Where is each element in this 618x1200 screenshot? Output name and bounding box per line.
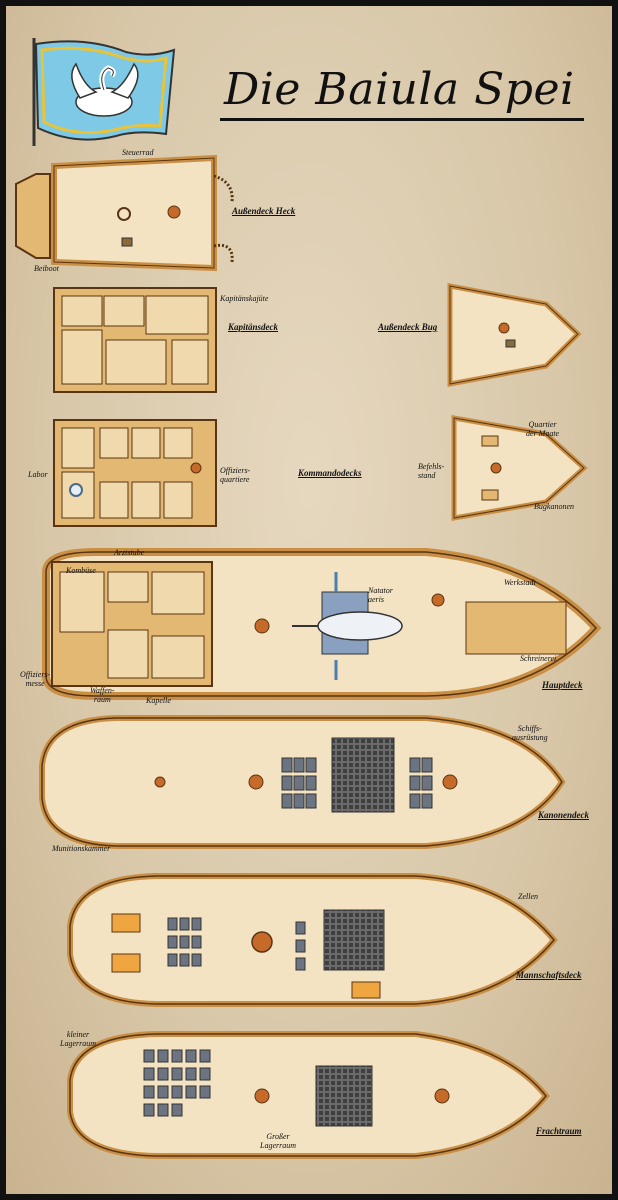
label-steuerrad: Steuerrad [122,148,154,157]
label-beiboot: Beiboot [34,264,59,273]
label-schreinerei: Schreinerei [520,654,557,663]
deck-hauptdeck [42,548,602,700]
deck-label-aussendeck-heck: Außendeck Heck [232,206,296,216]
deck-aussendeck-heck [15,154,234,272]
label-munitionskammer: Munitionskammer [52,844,111,853]
label-kapelle: Kapelle [146,696,171,705]
deck-label-kommandodecks: Kommandodecks [298,468,362,478]
swan-flag-icon [32,38,176,146]
deck-label-frachtraum: Frachtraum [536,1126,582,1136]
label-bugkanonen: Bugkanonen [534,502,574,511]
deck-kommandodeck-fore [451,415,588,521]
label-offiziersmesse: Offiziers-messe [20,670,51,688]
ship-drawing [15,38,602,1159]
deck-label-kanonendeck: Kanonendeck [538,810,590,820]
label-befehlsstand: Befehls-stand [418,462,445,480]
label-schiffsausruestung: Schiffs-ausrüstung [512,724,548,742]
deck-mannschaftsdeck [67,873,558,1007]
label-kombuese: Kombüse [66,566,96,575]
label-arztstube: Arztstube [114,548,145,557]
deck-label-aussendeck-bug: Außendeck Bug [378,322,438,332]
page-title: Die Baiula Spei [224,64,575,115]
label-werkstadt: Werkstadt [504,578,536,587]
deck-label-kapitaensdeck: Kapitänsdeck [228,322,279,332]
deck-aussendeck-bug [447,282,582,388]
title-underline [220,118,584,121]
deck-label-mannschaftsdeck: Mannschaftsdeck [516,970,582,980]
deck-kommandodeck-aft [53,419,217,527]
ship-deck-plan: Die Baiula Spei Außendeck Heck Kapitänsd… [6,6,612,1194]
label-labor: Labor [28,470,48,479]
deck-label-hauptdeck: Hauptdeck [542,680,583,690]
deck-frachtraum [67,1031,550,1159]
deck-kanonendeck [39,715,566,849]
deck-kapitaensdeck [53,287,217,393]
label-zellen: Zellen [518,892,538,901]
label-offiziersquartiere: Offiziers-quartiere [220,466,251,484]
label-kapitaenskajuete: Kapitänskajüte [220,294,269,303]
label-waffenraum: Waffen-raum [90,686,115,704]
